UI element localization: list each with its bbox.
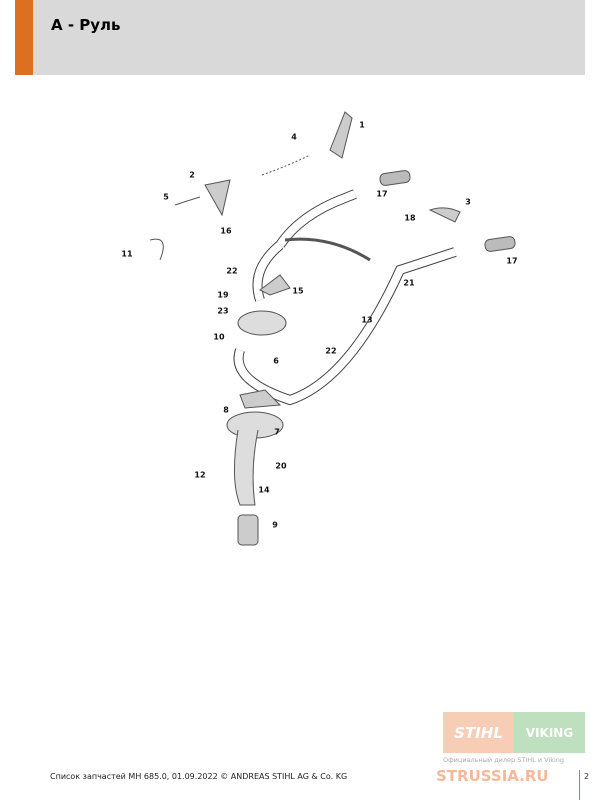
part-label: 13 (361, 315, 373, 325)
part-label: 6 (273, 356, 279, 366)
footer-text: Список запчастей MH 685.0, 01.09.2022 © … (50, 772, 348, 781)
part-label: 19 (217, 290, 229, 300)
part-label: 4 (291, 132, 297, 142)
page-divider (579, 770, 580, 800)
part-label: 10 (213, 332, 225, 342)
part-label: 9 (272, 520, 278, 530)
part-label: 16 (220, 226, 232, 236)
part-label: 7 (274, 427, 280, 437)
part-label: 11 (121, 249, 133, 259)
part-label: 12 (194, 470, 206, 480)
part-label: 14 (258, 485, 270, 495)
part-label: 5 (163, 192, 169, 202)
site-watermark: STRUSSIA.RU (436, 767, 549, 785)
part-label: 21 (403, 278, 415, 288)
part-label: 2 (189, 170, 195, 180)
header-accent (15, 0, 33, 75)
part-label: 23 (217, 306, 229, 316)
part-label: 17 (376, 189, 388, 199)
part-label: 15 (292, 286, 304, 296)
part-label: 1 (359, 120, 365, 130)
stihl-logo: STIHL (443, 712, 514, 753)
part-label: 18 (404, 213, 416, 223)
part-label: 8 (223, 405, 229, 415)
page-number: 2 (584, 772, 590, 781)
part-label: 22 (226, 266, 238, 276)
viking-logo: VIKING (514, 712, 585, 753)
dealer-logo: STIHL VIKING (443, 712, 585, 753)
page-title: A - Руль (51, 16, 121, 34)
part-label: 22 (325, 346, 337, 356)
part-label: 17 (506, 256, 518, 266)
part-label: 3 (465, 197, 471, 207)
header-bar (15, 0, 585, 75)
part-label: 20 (275, 461, 287, 471)
dealer-text: Официальный дилер STIHL и Viking (443, 756, 565, 764)
